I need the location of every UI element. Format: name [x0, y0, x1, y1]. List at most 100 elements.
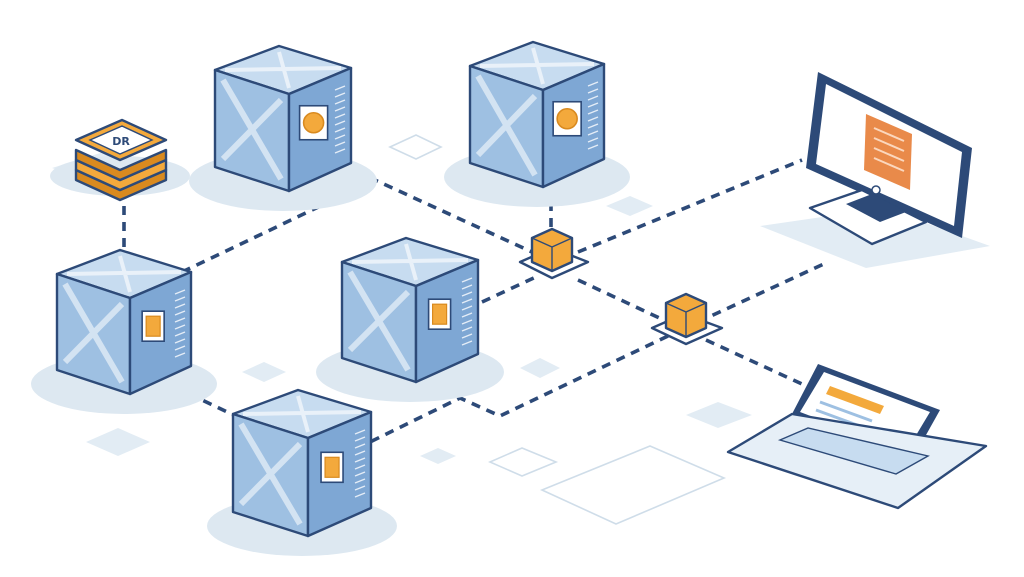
- vent-line: [174, 289, 186, 295]
- server-block-middle-left: [31, 248, 217, 414]
- desktop-monitor: [806, 72, 972, 246]
- floor-tile: [539, 445, 727, 525]
- cube-edge: [531, 237, 573, 271]
- stack-layer: [74, 148, 168, 182]
- vent-line: [354, 450, 366, 456]
- vent-line: [354, 471, 366, 477]
- vent-line: [354, 464, 366, 470]
- block-top-frame: [479, 47, 595, 85]
- vent-line: [587, 144, 599, 150]
- server-block-center: [316, 236, 504, 402]
- vent-line: [174, 352, 186, 358]
- document-icon: [864, 114, 912, 190]
- block-frame: [238, 422, 303, 526]
- link-hub-to-laptop: [705, 338, 803, 386]
- vent-line: [174, 324, 186, 330]
- link-hub-to-monitor: [577, 158, 803, 254]
- vent-line: [354, 443, 366, 449]
- keyboard-pad: [846, 194, 906, 222]
- screen-banner: [826, 386, 884, 414]
- vent-line: [354, 485, 366, 491]
- laptop: [726, 364, 988, 510]
- vent-line: [587, 81, 599, 87]
- cube-edge: [665, 302, 707, 337]
- monitor-base: [808, 188, 928, 246]
- link-hub-to-bottom-block: [369, 334, 669, 444]
- block-top-frame: [66, 255, 182, 293]
- vent-line: [334, 141, 346, 147]
- vent-line: [174, 310, 186, 316]
- vent-line: [174, 331, 186, 337]
- vent-line: [461, 291, 473, 297]
- vent-line: [334, 85, 346, 91]
- floor-tile: [686, 402, 752, 428]
- link-center-to-hub: [481, 274, 539, 304]
- floor-tile: [242, 362, 286, 382]
- vent-line: [587, 116, 599, 122]
- vent-line: [334, 92, 346, 98]
- vent-line: [334, 113, 346, 119]
- vent-line: [334, 134, 346, 140]
- vent-line: [174, 303, 186, 309]
- vent-line: [174, 317, 186, 323]
- vent-line: [354, 478, 366, 484]
- floor-tile: [388, 134, 443, 160]
- vent-line: [334, 99, 346, 105]
- vent-line: [587, 123, 599, 129]
- laptop-keyboard: [777, 427, 930, 475]
- vent-line: [334, 148, 346, 154]
- vent-line: [334, 127, 346, 133]
- server-block-top-center: [444, 40, 630, 207]
- coin-icon: [556, 107, 578, 130]
- document-lines: [873, 127, 905, 172]
- vent-line: [587, 137, 599, 143]
- monitor-camera: [871, 185, 881, 195]
- vent-line: [461, 319, 473, 325]
- link-hub-to-hub: [577, 278, 669, 324]
- vent-line: [174, 338, 186, 344]
- floor-tile: [86, 428, 150, 456]
- chip-icon: [324, 456, 340, 478]
- server-block-bottom: [207, 388, 397, 556]
- block-frame: [220, 78, 284, 181]
- vent-line: [461, 305, 473, 311]
- block-frame: [62, 282, 125, 384]
- floor-tile: [520, 358, 560, 378]
- vent-line: [334, 120, 346, 126]
- database-stack: DR: [50, 118, 190, 202]
- vent-line: [174, 345, 186, 351]
- chip-icon: [432, 303, 448, 325]
- block-frame: [347, 270, 411, 372]
- vent-line: [587, 130, 599, 136]
- vent-line: [461, 277, 473, 283]
- vent-line: [354, 429, 366, 435]
- floor-tile: [488, 447, 559, 477]
- vent-line: [461, 340, 473, 346]
- vent-line: [587, 109, 599, 115]
- vent-line: [354, 436, 366, 442]
- block-top-frame: [351, 243, 469, 281]
- vent-line: [354, 457, 366, 463]
- vent-line: [174, 296, 186, 302]
- vent-line: [461, 284, 473, 290]
- coin-icon: [302, 111, 325, 134]
- vent-line: [354, 492, 366, 498]
- vent-line: [461, 312, 473, 318]
- hub-cube-lower: [650, 292, 724, 346]
- vent-line: [587, 102, 599, 108]
- vent-line: [587, 95, 599, 101]
- chip-icon: [145, 315, 161, 337]
- stack-logo-text: DR: [112, 135, 130, 148]
- floor-tile: [606, 196, 653, 216]
- floor-tile: [420, 448, 456, 464]
- vent-line: [461, 333, 473, 339]
- block-frame: [475, 74, 538, 177]
- connection-links: [122, 158, 829, 444]
- server-block-top-left: [189, 44, 377, 211]
- block-top-frame: [224, 51, 342, 89]
- server-blocks: [31, 40, 630, 556]
- vent-line: [587, 88, 599, 94]
- hub-cube-upper: [518, 227, 590, 280]
